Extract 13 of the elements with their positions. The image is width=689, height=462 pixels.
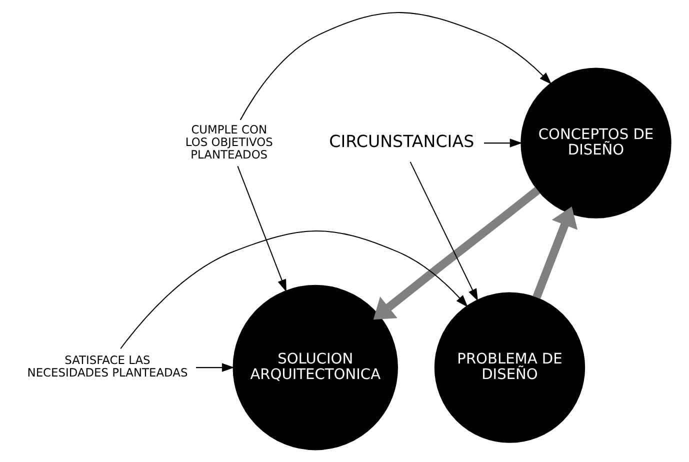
arrow [372, 186, 540, 320]
node-text: CIRCUNSTANCIAS [328, 132, 474, 152]
arrow [120, 230, 468, 349]
arrow [236, 166, 286, 292]
arrow [532, 206, 578, 299]
arrow [196, 363, 234, 372]
node-circle: PROBLEMA DE DISEÑO [434, 292, 585, 443]
node-text: SATISFACE LAS NECESIDADES PLANTEADAS [26, 353, 188, 380]
node-text: CUMPLE CON LOS OBJETIVOS PLANTEADOS [184, 122, 272, 162]
node-circle: CONCEPTOS DE DISEÑO [520, 68, 671, 218]
arrow [484, 138, 522, 148]
arrow [239, 12, 552, 120]
arrow [409, 162, 478, 302]
